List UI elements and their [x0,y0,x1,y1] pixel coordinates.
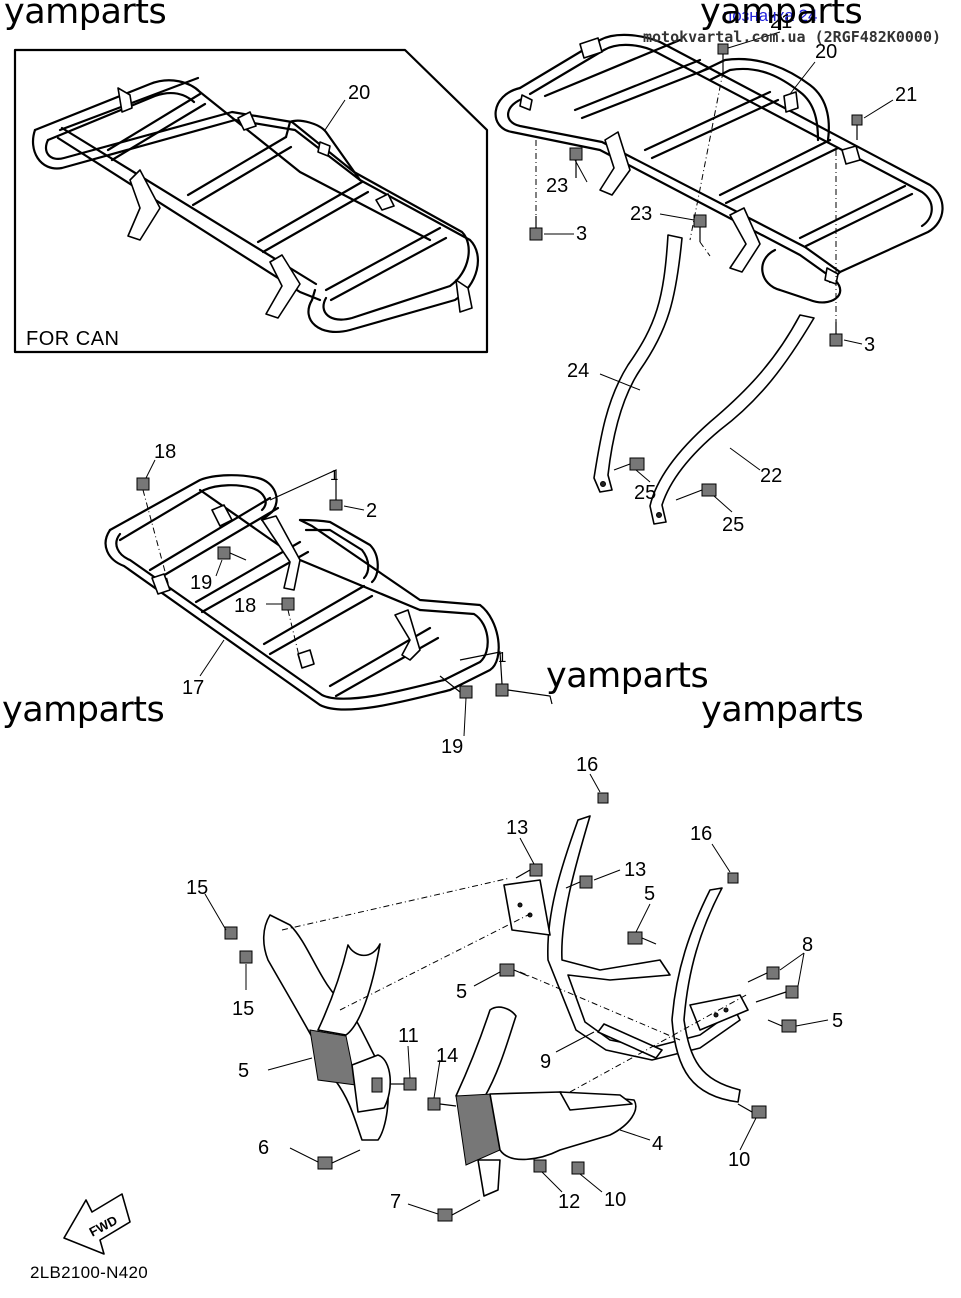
inset-border [13,48,489,354]
bolt-5-right [767,1019,797,1033]
bolt-25-upper [613,457,645,471]
callout-5-left: 5 [456,981,467,1003]
bolt-8-b [755,985,799,1003]
watermark: yamparts [700,0,863,32]
bolt-9 [427,1097,457,1111]
callout-3-right: 3 [864,334,875,356]
bolt-16-top [597,792,609,804]
rear-carrier-rack [494,33,944,304]
svg-text:1: 1 [498,649,506,666]
callout-15-lower: 15 [232,998,254,1020]
callout-20: 20 [815,41,837,63]
bolt-5-bottom [737,1103,767,1119]
watermark: yamparts [546,656,709,696]
guard-assembly: 16 13 13 16 15 15 5 8 5 5 5 11 14 9 4 6 … [186,754,843,1222]
callout-18-mid: 18 [234,595,256,617]
callout-5-bottom: 10 [728,1149,750,1171]
bolt-21-top [717,43,729,72]
callout-12: 6 [258,1137,269,1159]
bolt-14 [390,1077,417,1091]
front-carrier-assembly: 1 1 18 2 19 18 17 19 [104,441,553,758]
callout-5-upper: 5 [644,883,655,905]
callout-10-left: 12 [558,1191,580,1213]
guard-6 [455,1006,637,1197]
callout-24: 24 [567,360,589,382]
nut-10-left [533,1159,547,1173]
callout-21-top: 21 [770,11,792,33]
bolt-5-upper [627,931,657,945]
bolt-13-lower [565,875,593,889]
callout-10-right: 10 [604,1189,626,1211]
bolt-2 [329,486,343,511]
callout-23-left: 23 [546,175,568,197]
callout-19-lower: 19 [441,736,463,758]
callout-16-right: 16 [690,823,712,845]
callout-16-top: 16 [576,754,598,776]
bolt-7 [437,1199,481,1222]
bolt-23-right [693,214,707,242]
bolt-1-lower [495,683,509,697]
guard-11 [262,914,392,1141]
watermark: yamparts [701,690,864,730]
bolt-12 [317,1149,361,1170]
callout-9: 14 [436,1045,458,1067]
stay-22 [649,314,815,525]
bolt-13-upper [515,863,543,879]
rear-carrier-assembly: 21 20 21 23 23 3 3 24 22 25 25 [494,11,944,536]
callout-11: 5 [238,1060,249,1082]
callout-19-upper: 19 [190,572,212,594]
inset-rack [31,76,479,333]
inset-for-can: 20 [13,48,489,354]
watermark: yamparts [4,0,167,32]
svg-text:1: 1 [330,467,338,484]
callout-18-top: 18 [154,441,176,463]
callout-4: 9 [540,1051,551,1073]
inset-label: FOR CAN [26,328,120,350]
nut-3-right [829,322,843,347]
watermark: yamparts [2,690,165,730]
callout-3-left: 3 [576,223,587,245]
callout-15-upper: 15 [186,877,208,899]
nut-3-left [529,216,543,241]
callout-14: 11 [398,1025,419,1047]
nut-15-lower [239,950,253,964]
callout-2: 2 [366,500,377,522]
nut-10-right [571,1161,585,1175]
callout-21-right: 21 [895,84,917,106]
stay-24 [593,234,683,493]
callout-inset-20: 20 [348,82,370,104]
bolt-19-upper [217,546,247,561]
bolt-19-lower [439,675,473,699]
bolt-8-a [747,966,780,983]
bolt-21-right [851,114,863,140]
bracket-4 [503,815,749,1103]
bolt-5-left [499,963,529,977]
bolt-16-right [727,872,739,884]
bolt-23-left [569,147,583,178]
nut-15-upper [224,926,238,940]
reference-link[interactable]: позначка 24 [723,6,818,25]
callout-22: 22 [760,465,782,487]
callout-6: 4 [652,1133,663,1155]
front-carrier-rack [104,474,500,711]
callout-8: 8 [802,934,813,956]
callout-25-upper: 25 [634,482,656,504]
callout-7: 7 [390,1191,401,1213]
bolt-18-left [136,477,171,591]
bolt-25-lower [675,483,717,501]
callout-17: 17 [182,677,204,699]
callout-13-lower: 13 [624,859,646,881]
callout-5-right: 5 [832,1010,843,1032]
callout-23-right: 23 [630,203,652,225]
fwd-arrow-icon: FWD [63,1193,131,1255]
callout-25-lower: 25 [722,514,744,536]
callout-13-upper: 13 [506,817,528,839]
source-caption: motokvartal.com.ua (2RGF482K0000) [643,28,942,46]
catalog-code: 2LB2100-N420 [30,1263,148,1282]
